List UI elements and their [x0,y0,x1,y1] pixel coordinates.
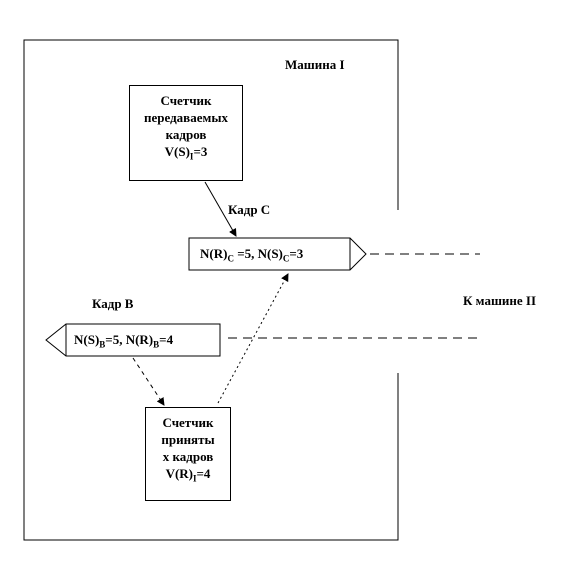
frame-b-arrow [45,323,221,357]
send-counter-box: Счетчик передаваемых кадров V(S)I=3 [129,85,243,181]
recv-counter-value: V(R)I=4 [165,466,211,484]
frame-b-label: Кадр В [92,296,134,311]
recv-counter-line-2: приняты [161,432,215,447]
frame-c-arrow [188,237,367,271]
send-counter-value: V(S)I=3 [164,144,208,162]
machine-boundary [23,39,399,541]
frame-b-text: N(S)B=5, N(R)B=4 [74,332,174,350]
recv-counter-line-1: Счетчик [162,415,214,430]
recv-counter-line-3: х кадров [162,449,214,464]
send-counter-to-frame-c-arrow [204,181,237,237]
machine-i-label: Машина I [285,57,345,72]
send-counter-line-2: передаваемых [144,110,228,125]
frame-c-text: N(R)C =5, N(S)C=3 [200,246,304,264]
to-machine-ii-label: К машине II [463,293,537,308]
frame-c-label: Кадр С [228,202,271,217]
frame-b-to-recv-counter-arrow [132,357,165,406]
send-counter-line-3: кадров [165,127,207,142]
send-counter-line-1: Счетчик [160,93,212,108]
recv-counter-box: Счетчик приняты х кадров V(R)I=4 [145,407,231,501]
